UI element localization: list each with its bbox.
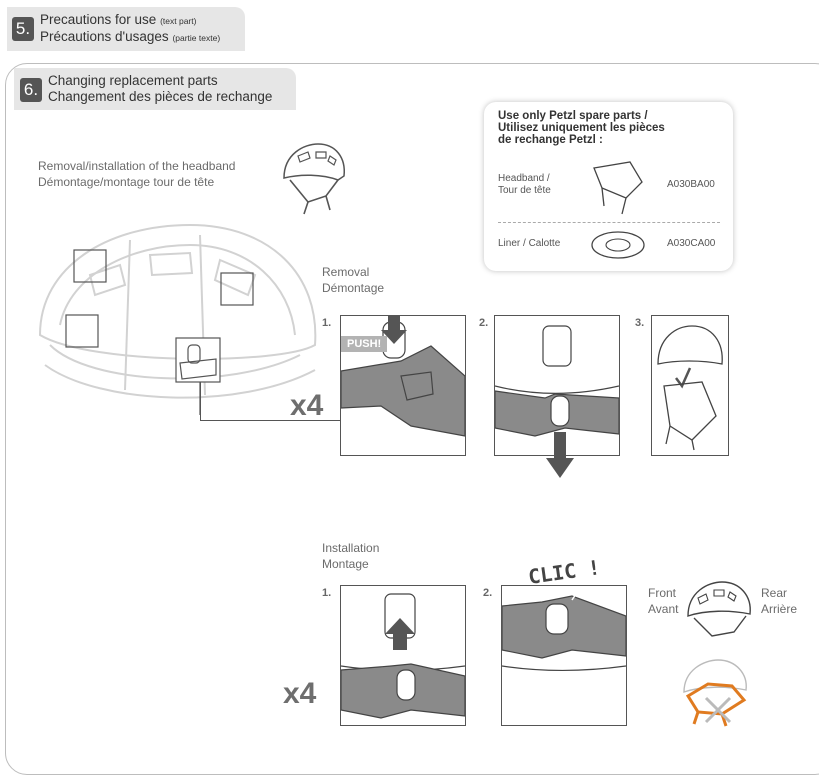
installation-label-en: Installation — [322, 541, 380, 555]
section-6-tab: 6. Changing replacement parts Changement… — [14, 68, 296, 110]
section-5-title-en: Precautions for use (text part) — [40, 12, 197, 27]
removal-step-3-panel — [651, 315, 729, 456]
helmet-exploded-view — [38, 223, 317, 415]
installation-step-1-panel — [340, 585, 466, 726]
connector-line-vertical — [200, 382, 202, 421]
spare-parts-title-1: Use only Petzl spare parts / — [498, 110, 648, 122]
removal-step-2-number: 2. — [479, 317, 489, 329]
connector-line — [200, 420, 340, 422]
hand-click-illustration — [502, 590, 626, 672]
spare-parts-title-3: de rechange Petzl : — [498, 134, 603, 146]
removal-multiplier: x4 — [290, 389, 324, 422]
removal-label-fr: Démontage — [322, 281, 385, 295]
headband-label-en: Removal/installation of the headband — [38, 159, 236, 173]
spare-part-headband-label-2: Tour de tête — [498, 185, 551, 196]
helmet-correct-orientation-icon — [687, 581, 751, 637]
section-5-title-fr: Précautions d'usages (partie texte) — [40, 29, 221, 44]
front-label-en: Front — [648, 586, 677, 600]
hand-pull-illustration — [495, 325, 619, 437]
rear-label-en: Rear — [761, 586, 788, 600]
section-6-title-en: Changing replacement parts — [48, 73, 218, 88]
section-5-number: 5. — [12, 17, 34, 41]
removal-step-2-panel — [494, 315, 620, 456]
spare-part-liner-label: Liner / Calotte — [498, 238, 561, 249]
spare-part-headband-code: A030BA00 — [667, 179, 715, 190]
headband-icon — [593, 161, 643, 215]
spare-part-headband-label-1: Headband / — [498, 173, 550, 184]
removal-step-3-number: 3. — [635, 317, 645, 329]
front-label-fr: Avant — [648, 602, 679, 616]
section-6-panel — [5, 63, 819, 775]
headband-removal-illustration — [657, 325, 723, 451]
installation-step-1-number: 1. — [322, 587, 332, 599]
push-badge: PUSH! — [341, 336, 388, 352]
spare-parts-card: Use only Petzl spare parts / Utilisez un… — [484, 102, 733, 271]
removal-step-1-number: 1. — [322, 317, 332, 329]
installation-multiplier: x4 — [283, 677, 317, 710]
removal-step-1-panel: PUSH! — [340, 315, 466, 456]
liner-icon — [591, 231, 645, 259]
helmet-incorrect-orientation-icon — [683, 659, 747, 727]
helmet-with-headband-icon — [283, 143, 345, 215]
installation-step-2-number: 2. — [483, 587, 493, 599]
card-divider — [498, 222, 720, 223]
section-5-tab: 5. Precautions for use (text part) Préca… — [7, 7, 245, 51]
spare-parts-title-2: Utilisez uniquement les pièces — [498, 122, 665, 134]
down-arrow-icon — [546, 432, 574, 478]
hand-push-illustration — [341, 316, 465, 437]
installation-label-fr: Montage — [322, 557, 369, 571]
headband-label-fr: Démontage/montage tour de tête — [38, 175, 215, 189]
hand-insert-illustration — [341, 593, 465, 719]
rear-label-fr: Arrière — [761, 602, 798, 616]
spare-part-liner-code: A030CA00 — [667, 238, 716, 249]
section-6-title-fr: Changement des pièces de rechange — [48, 89, 273, 104]
section-6-number: 6. — [20, 78, 42, 102]
removal-label-en: Removal — [322, 265, 370, 279]
installation-step-2-panel — [501, 585, 627, 726]
